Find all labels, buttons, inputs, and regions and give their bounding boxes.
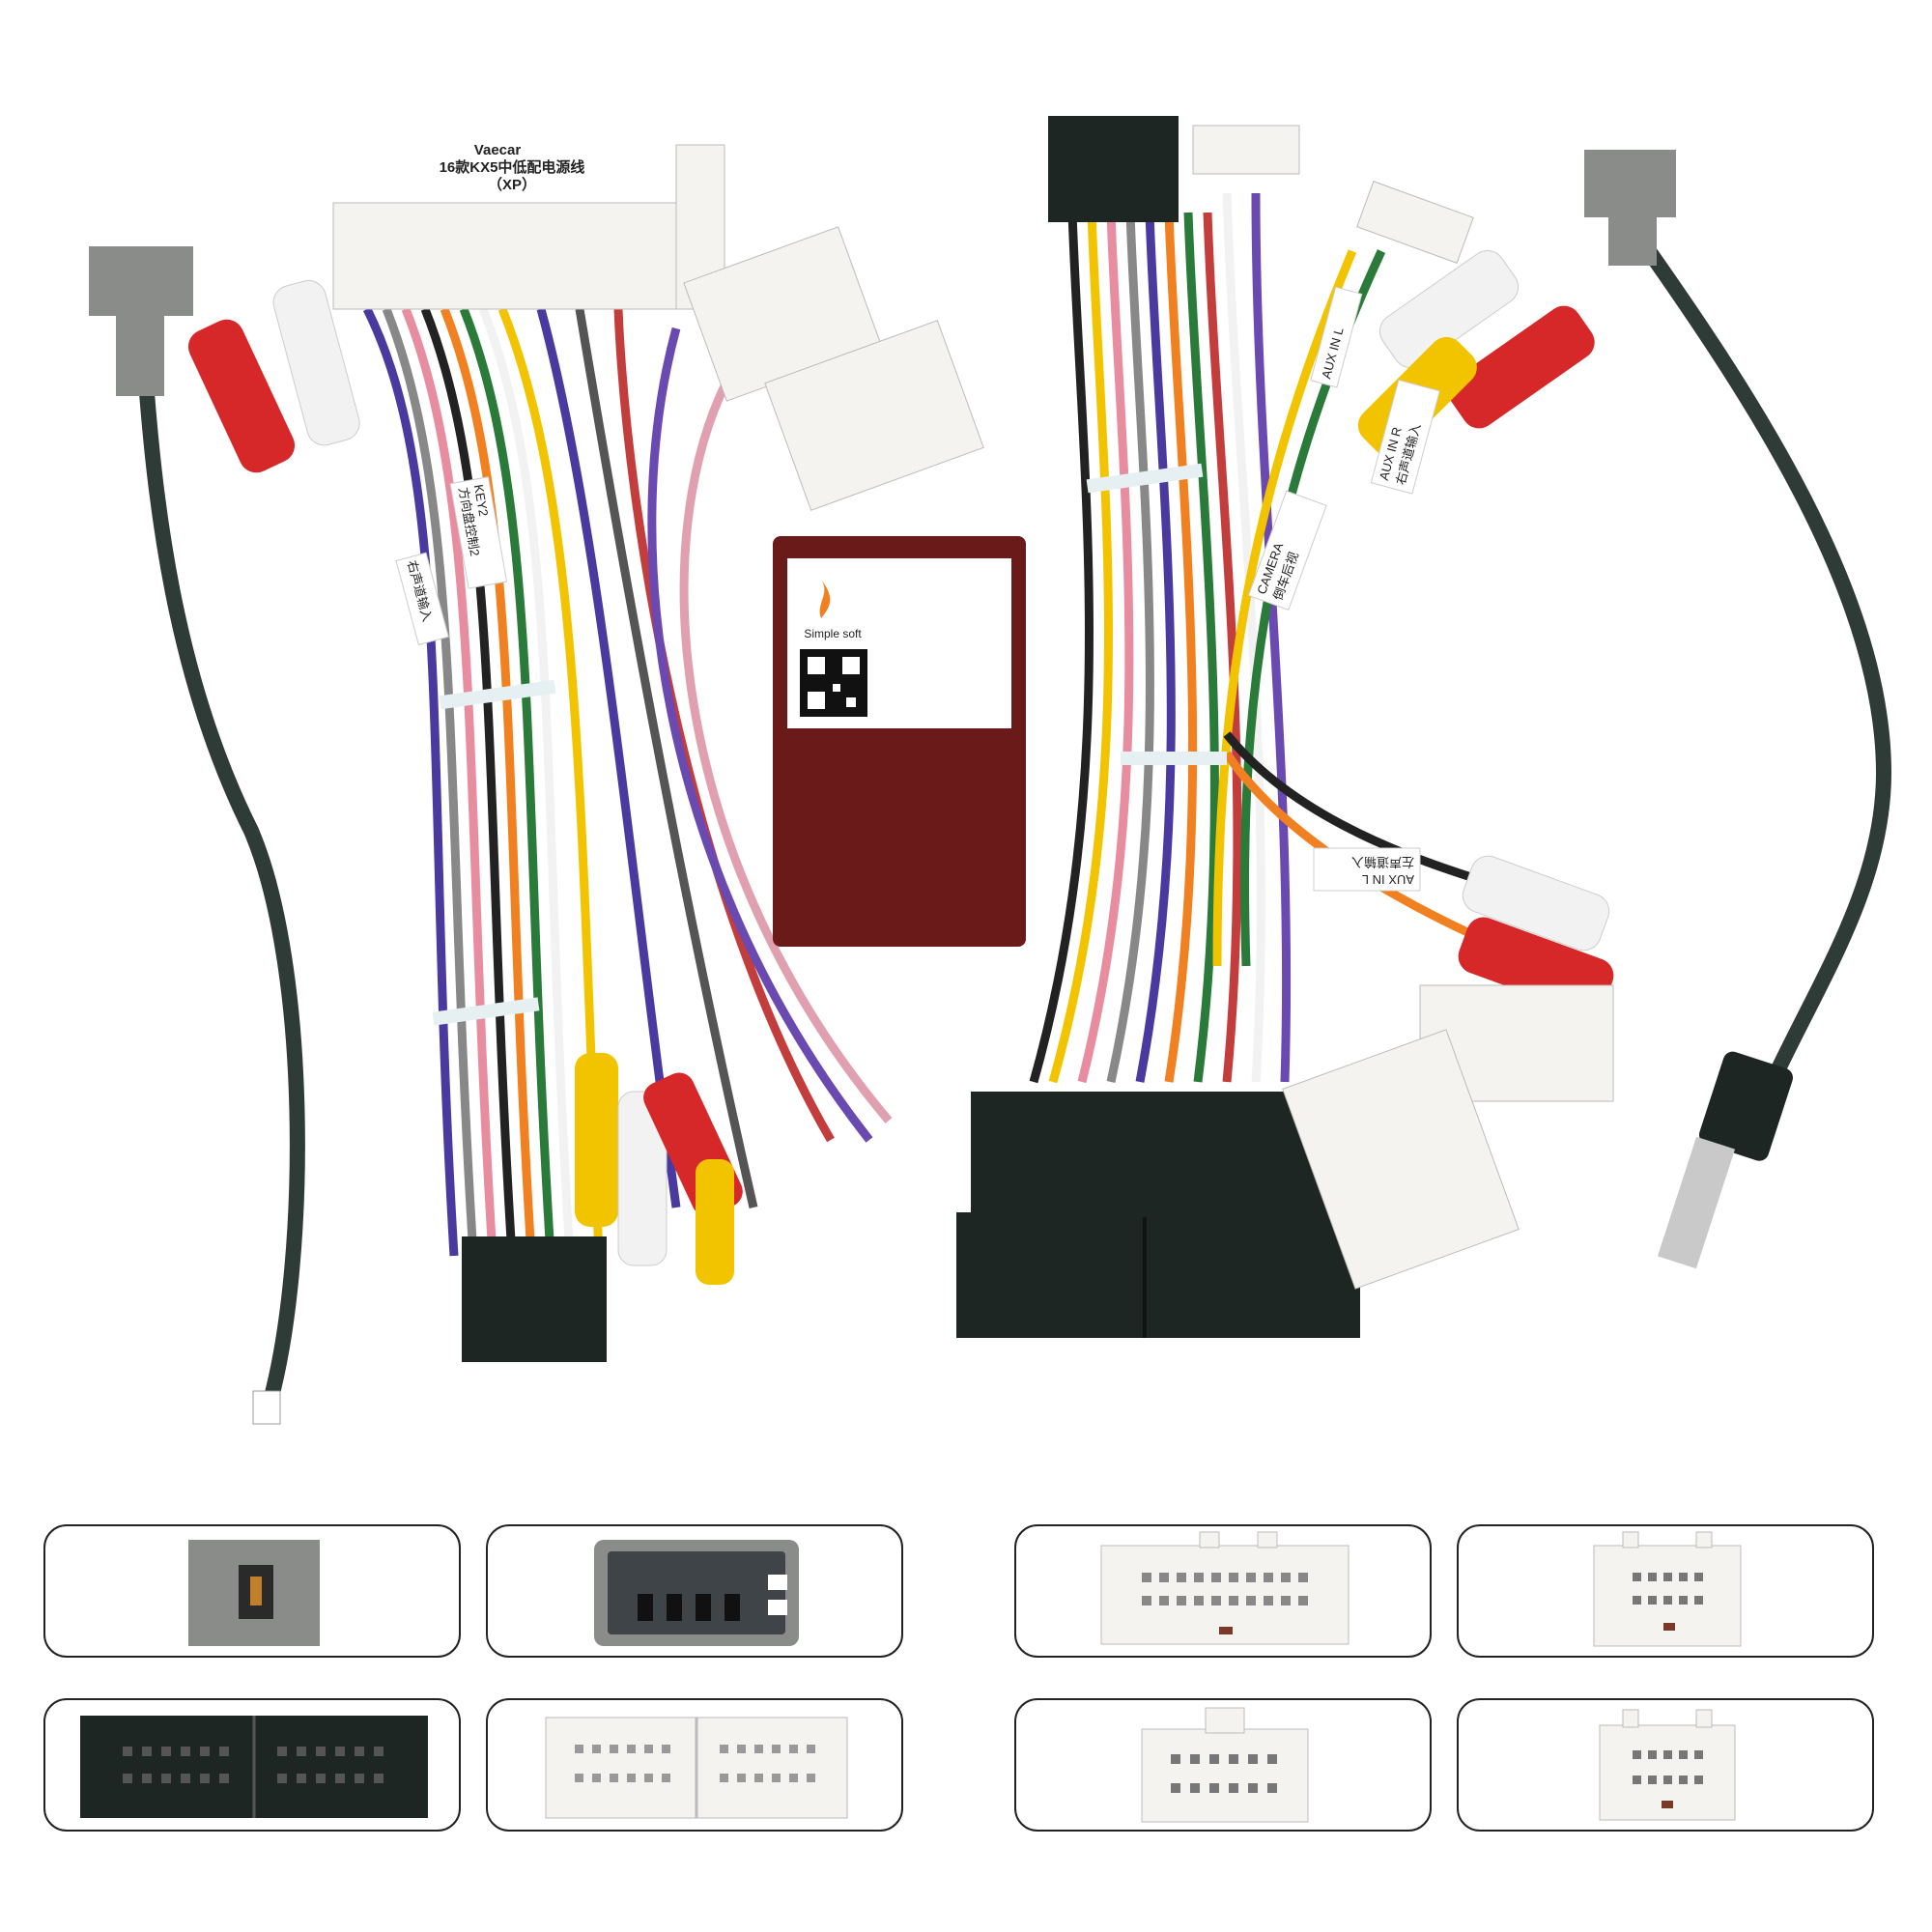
left-bottom-rca-plugs [575, 1053, 743, 1285]
connector-panel-black-main [43, 1698, 461, 1832]
power-harness-label-line3: （XP） [488, 176, 536, 193]
right-top-small-connector-2 [1356, 181, 1474, 264]
power-harness-connector: Vaecar 16款KX5中低配电源线 （XP） [332, 142, 725, 310]
connector-panel-white-medium [1457, 1524, 1874, 1658]
left-top-rca-plugs [187, 279, 360, 473]
connector-panel-gray-antenna [43, 1524, 461, 1658]
left-black-connector [462, 1236, 607, 1362]
connector-panel-white-large [1014, 1524, 1432, 1658]
power-harness-label-line1: Vaecar [474, 142, 522, 158]
connector-panel-white-small [1457, 1698, 1874, 1832]
product-photo: Vaecar 16款KX5中低配电源线 （XP） Simple soft [89, 116, 1892, 1425]
decoder-box: Simple soft [773, 536, 1026, 947]
tag-aux-in-r: AUX IN R 右声道输入 [1370, 379, 1440, 495]
power-harness-label-line2: 16款KX5中低配电源线 [440, 158, 585, 176]
connector-panel-gray-4pin [486, 1524, 903, 1658]
tag-aux-right-left: 右声道输入 [395, 552, 449, 646]
left-harness-wires [362, 306, 893, 1257]
svg-text:KEY2: KEY2 [471, 483, 492, 517]
white-side-connectors-left [683, 226, 984, 511]
right-top-black-connector [1048, 116, 1179, 222]
connector-panel-white-main [486, 1698, 903, 1832]
cable-tie-left-1 [439, 679, 556, 710]
left-antenna-pigtail [89, 246, 305, 1425]
right-harness-wires [1029, 192, 1548, 1084]
svg-text:左声道输入: 左声道输入 [1351, 855, 1414, 869]
tag-camera: CAMERA 倒车后视 [1247, 490, 1327, 611]
decoder-brand-label: Simple soft [804, 627, 862, 640]
right-main-black-connector [956, 1092, 1360, 1338]
cable-tie-left-2 [432, 997, 540, 1026]
right-white-connector-2 [1282, 1029, 1520, 1290]
cable-tie-right-1 [1086, 463, 1204, 494]
tag-aux-in-l-bottom: AUX IN L 左声道输入 [1313, 847, 1421, 892]
cable-tie-right-2 [1121, 752, 1227, 765]
right-antenna-cable [1584, 150, 1892, 1269]
right-top-small-connector [1192, 125, 1300, 175]
connector-panel-white-12pin [1014, 1698, 1432, 1832]
svg-text:AUX IN L: AUX IN L [1362, 872, 1414, 887]
qr-code [800, 649, 867, 717]
